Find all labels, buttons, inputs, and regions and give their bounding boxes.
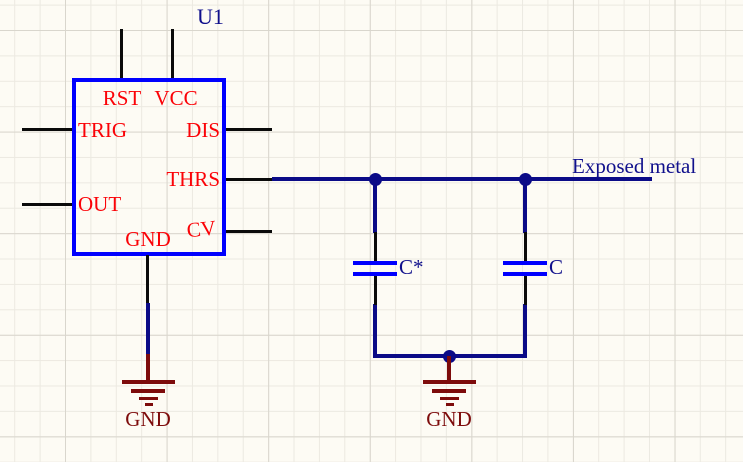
gnd1-stem[interactable] xyxy=(146,354,150,381)
pin-rst[interactable] xyxy=(120,29,123,78)
gnd1-label[interactable]: GND xyxy=(125,407,171,431)
pin-label-thrs: THRS xyxy=(166,167,220,191)
cap1-lead-bottom[interactable] xyxy=(374,276,377,305)
cap1-lead-top[interactable] xyxy=(374,232,377,262)
cap2-designator[interactable]: C xyxy=(549,255,564,279)
pin-vcc[interactable] xyxy=(171,29,174,78)
pin-label-rst: RST xyxy=(102,86,142,110)
pin-thrs[interactable] xyxy=(226,178,272,181)
component-designator[interactable]: U1 xyxy=(197,4,224,29)
pin-label-dis: DIS xyxy=(186,118,220,142)
cap2-lead-bottom[interactable] xyxy=(524,276,527,305)
net-label-exposed-metal[interactable]: Exposed metal xyxy=(572,154,697,178)
gnd1-bar1[interactable] xyxy=(122,380,175,384)
wire-thrs-horizontal[interactable] xyxy=(272,177,652,181)
junction-dot xyxy=(519,173,532,186)
gnd1-bar3 xyxy=(139,397,158,400)
gnd2-stem[interactable] xyxy=(447,356,451,381)
pin-label-trig: TRIG xyxy=(78,118,127,142)
cap1-plate-top[interactable] xyxy=(353,261,397,265)
cap2-plate-bottom[interactable] xyxy=(503,272,547,276)
wire-cap2-top[interactable] xyxy=(523,177,527,233)
wire-cap1-top[interactable] xyxy=(373,177,377,233)
gnd2-bar2 xyxy=(432,389,466,393)
gnd2-bar1[interactable] xyxy=(423,380,476,384)
cap2-plate-top[interactable] xyxy=(503,261,547,265)
pin-dis[interactable] xyxy=(226,128,272,131)
component-u1-body[interactable] xyxy=(72,78,226,256)
gnd1-bar4 xyxy=(145,403,153,406)
pin-out[interactable] xyxy=(22,203,72,206)
wire-cap1-bottom[interactable] xyxy=(373,304,377,358)
gnd2-bar4 xyxy=(446,403,454,406)
cap1-plate-bottom[interactable] xyxy=(353,272,397,276)
cap2-lead-top[interactable] xyxy=(524,232,527,262)
pin-label-vcc: VCC xyxy=(154,86,198,110)
pin-gnd[interactable] xyxy=(146,255,149,303)
pin-cv[interactable] xyxy=(226,230,272,233)
wire-u1-gnd[interactable] xyxy=(146,303,150,356)
gnd1-bar2 xyxy=(131,389,165,393)
pin-label-out: OUT xyxy=(78,192,122,216)
junction-dot xyxy=(369,173,382,186)
gnd2-label[interactable]: GND xyxy=(426,407,472,431)
pin-trig[interactable] xyxy=(22,128,72,131)
gnd2-bar3 xyxy=(440,397,459,400)
pin-label-gnd: GND xyxy=(125,227,171,251)
cap1-designator[interactable]: C* xyxy=(399,255,424,279)
wire-cap2-bottom[interactable] xyxy=(523,304,527,358)
